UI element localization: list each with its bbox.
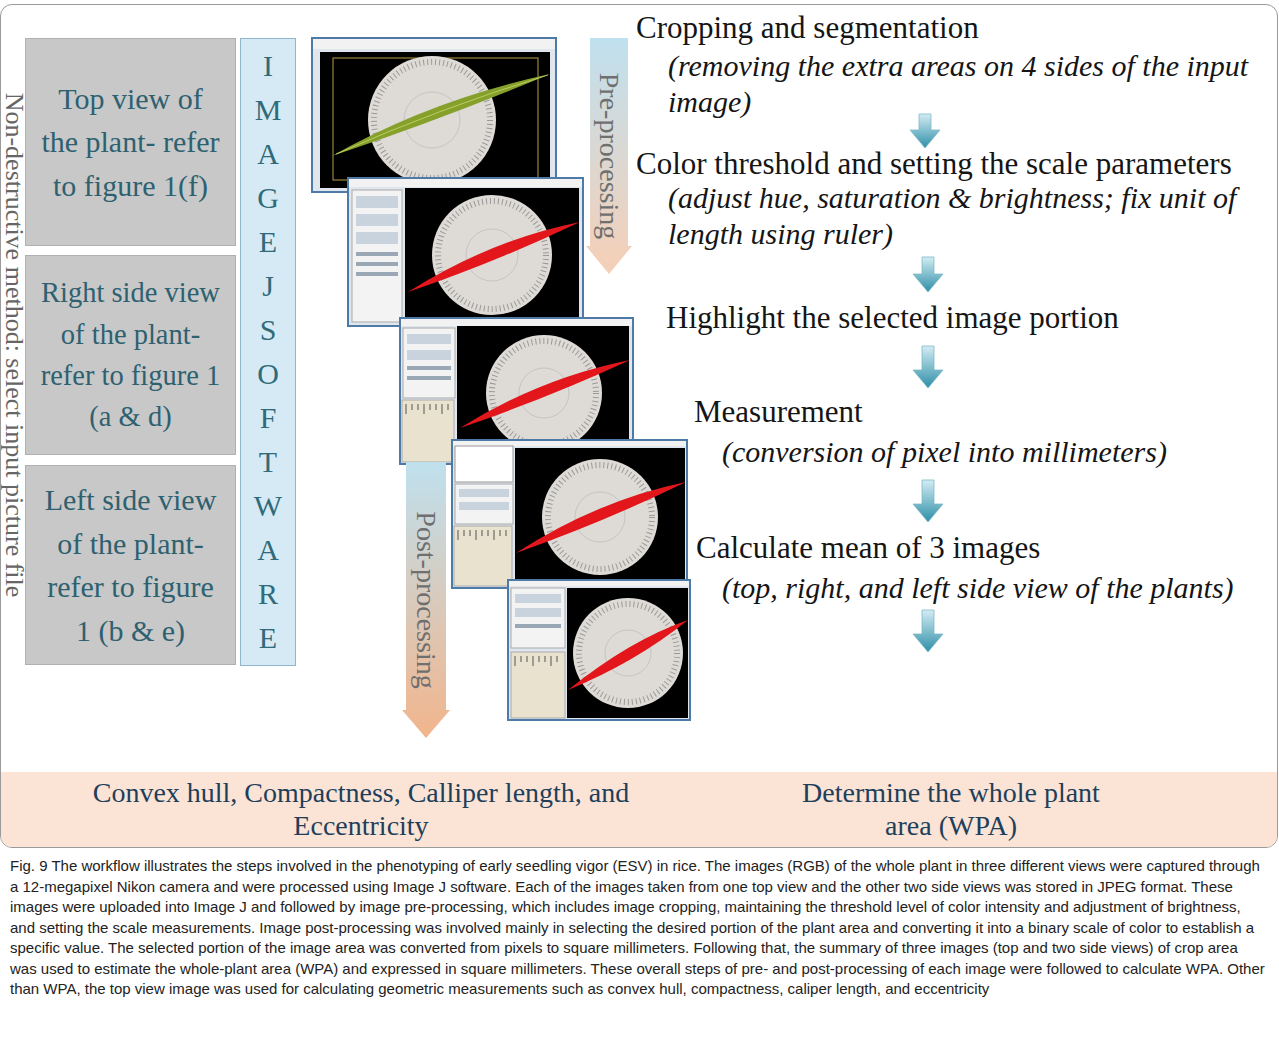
illustration-part [460, 360, 630, 428]
illustration-part [515, 608, 561, 617]
illustration-part [459, 489, 509, 497]
input-view-box: Top view of the plant- refer to figure 1… [25, 38, 236, 246]
stage-arrow: Post-processing [402, 462, 450, 738]
step-title: Color threshold and setting the scale pa… [636, 146, 1232, 182]
software-column: IMAGE J SOFTWARE [240, 38, 296, 666]
illustration-part [509, 581, 689, 586]
illustration-part [453, 441, 686, 446]
screenshot [508, 580, 690, 720]
side-note: Non-destructive method: select input pic… [1, 93, 27, 598]
illustration-part [455, 484, 513, 524]
illustration-part [568, 620, 688, 690]
screenshot [348, 178, 583, 326]
illustration-part [458, 530, 506, 540]
illustration-part [407, 366, 451, 370]
illustration-part [401, 319, 632, 326]
stage-arrow: Pre-processing [586, 38, 632, 274]
illustration-part [515, 624, 561, 628]
illustration-part [452, 440, 687, 588]
step-title: Highlight the selected image portion [666, 300, 1119, 336]
illustration-part [515, 656, 557, 666]
screenshot [452, 440, 687, 588]
stage-name: Pre-processing [595, 73, 623, 239]
illustration-part [348, 178, 583, 326]
illustration-part [356, 262, 398, 266]
illustration-part [352, 190, 402, 322]
illustration-part [405, 188, 579, 322]
screenshot [312, 38, 556, 192]
illustration-part [320, 52, 550, 188]
arrow-body [586, 38, 632, 274]
output-text: Determine the whole plant area (WPA) [791, 776, 1111, 842]
illustration-part [454, 526, 512, 586]
illustration-part [408, 222, 580, 292]
illustration-part [910, 114, 940, 148]
illustration-part [515, 594, 561, 603]
illustration-part [913, 610, 943, 652]
illustration-part [356, 196, 398, 208]
illustration-part [913, 480, 943, 522]
illustration-part [459, 502, 509, 510]
output-band: Convex hull, Compactness, Calliper lengt… [1, 772, 1277, 847]
illustration-part [356, 252, 398, 256]
illustration-part [402, 400, 454, 462]
illustration-part [356, 232, 398, 244]
view-text: Right side view of the plant- refer to f… [40, 272, 221, 437]
illustration-part [313, 39, 555, 49]
stage-name: Post-processing [412, 511, 440, 688]
software-name: IMAGE J SOFTWARE [253, 44, 283, 660]
illustration-part [511, 652, 565, 718]
input-view-box: Left side view of the plant- refer to fi… [25, 465, 236, 665]
illustration-part [516, 482, 686, 553]
illustration-part [356, 214, 398, 226]
step-note: (removing the extra areas on 4 sides of … [668, 48, 1253, 120]
step-note: (top, right, and left side view of the p… [722, 570, 1234, 606]
step-title: Measurement [694, 394, 863, 430]
illustration-part [406, 404, 448, 414]
arrow-body [402, 462, 450, 738]
outer-frame: Non-destructive method: select input pic… [0, 4, 1278, 848]
illustration-part [356, 272, 398, 276]
view-text: Top view of the plant- refer to figure 1… [40, 77, 221, 208]
illustration-part [511, 588, 565, 648]
illustration-part [567, 588, 688, 718]
input-view-box: Right side view of the plant- refer to f… [25, 255, 236, 455]
step-title: Cropping and segmentation [636, 10, 979, 46]
illustration-part [403, 328, 455, 398]
view-text: Left side view of the plant- refer to fi… [40, 478, 221, 652]
illustration-part [407, 334, 451, 344]
figure-caption: Fig. 9 The workflow illustrates the step… [10, 856, 1268, 1000]
illustration-part [515, 448, 685, 586]
step-title: Calculate mean of 3 images [696, 530, 1040, 566]
illustration-part [332, 74, 550, 156]
illustration-part [407, 376, 451, 380]
output-text: Convex hull, Compactness, Calliper lengt… [81, 776, 641, 842]
illustration-part [312, 38, 556, 192]
illustration-part [455, 446, 513, 482]
illustration-part [913, 257, 943, 292]
illustration-part [336, 75, 548, 154]
illustration-part [349, 179, 582, 187]
step-note: (conversion of pixel into millimeters) [722, 434, 1167, 470]
illustration-part [508, 580, 690, 720]
illustration-part [913, 346, 943, 388]
illustration-part [407, 350, 451, 360]
step-note: (adjust hue, saturation & brightness; fi… [668, 180, 1253, 252]
